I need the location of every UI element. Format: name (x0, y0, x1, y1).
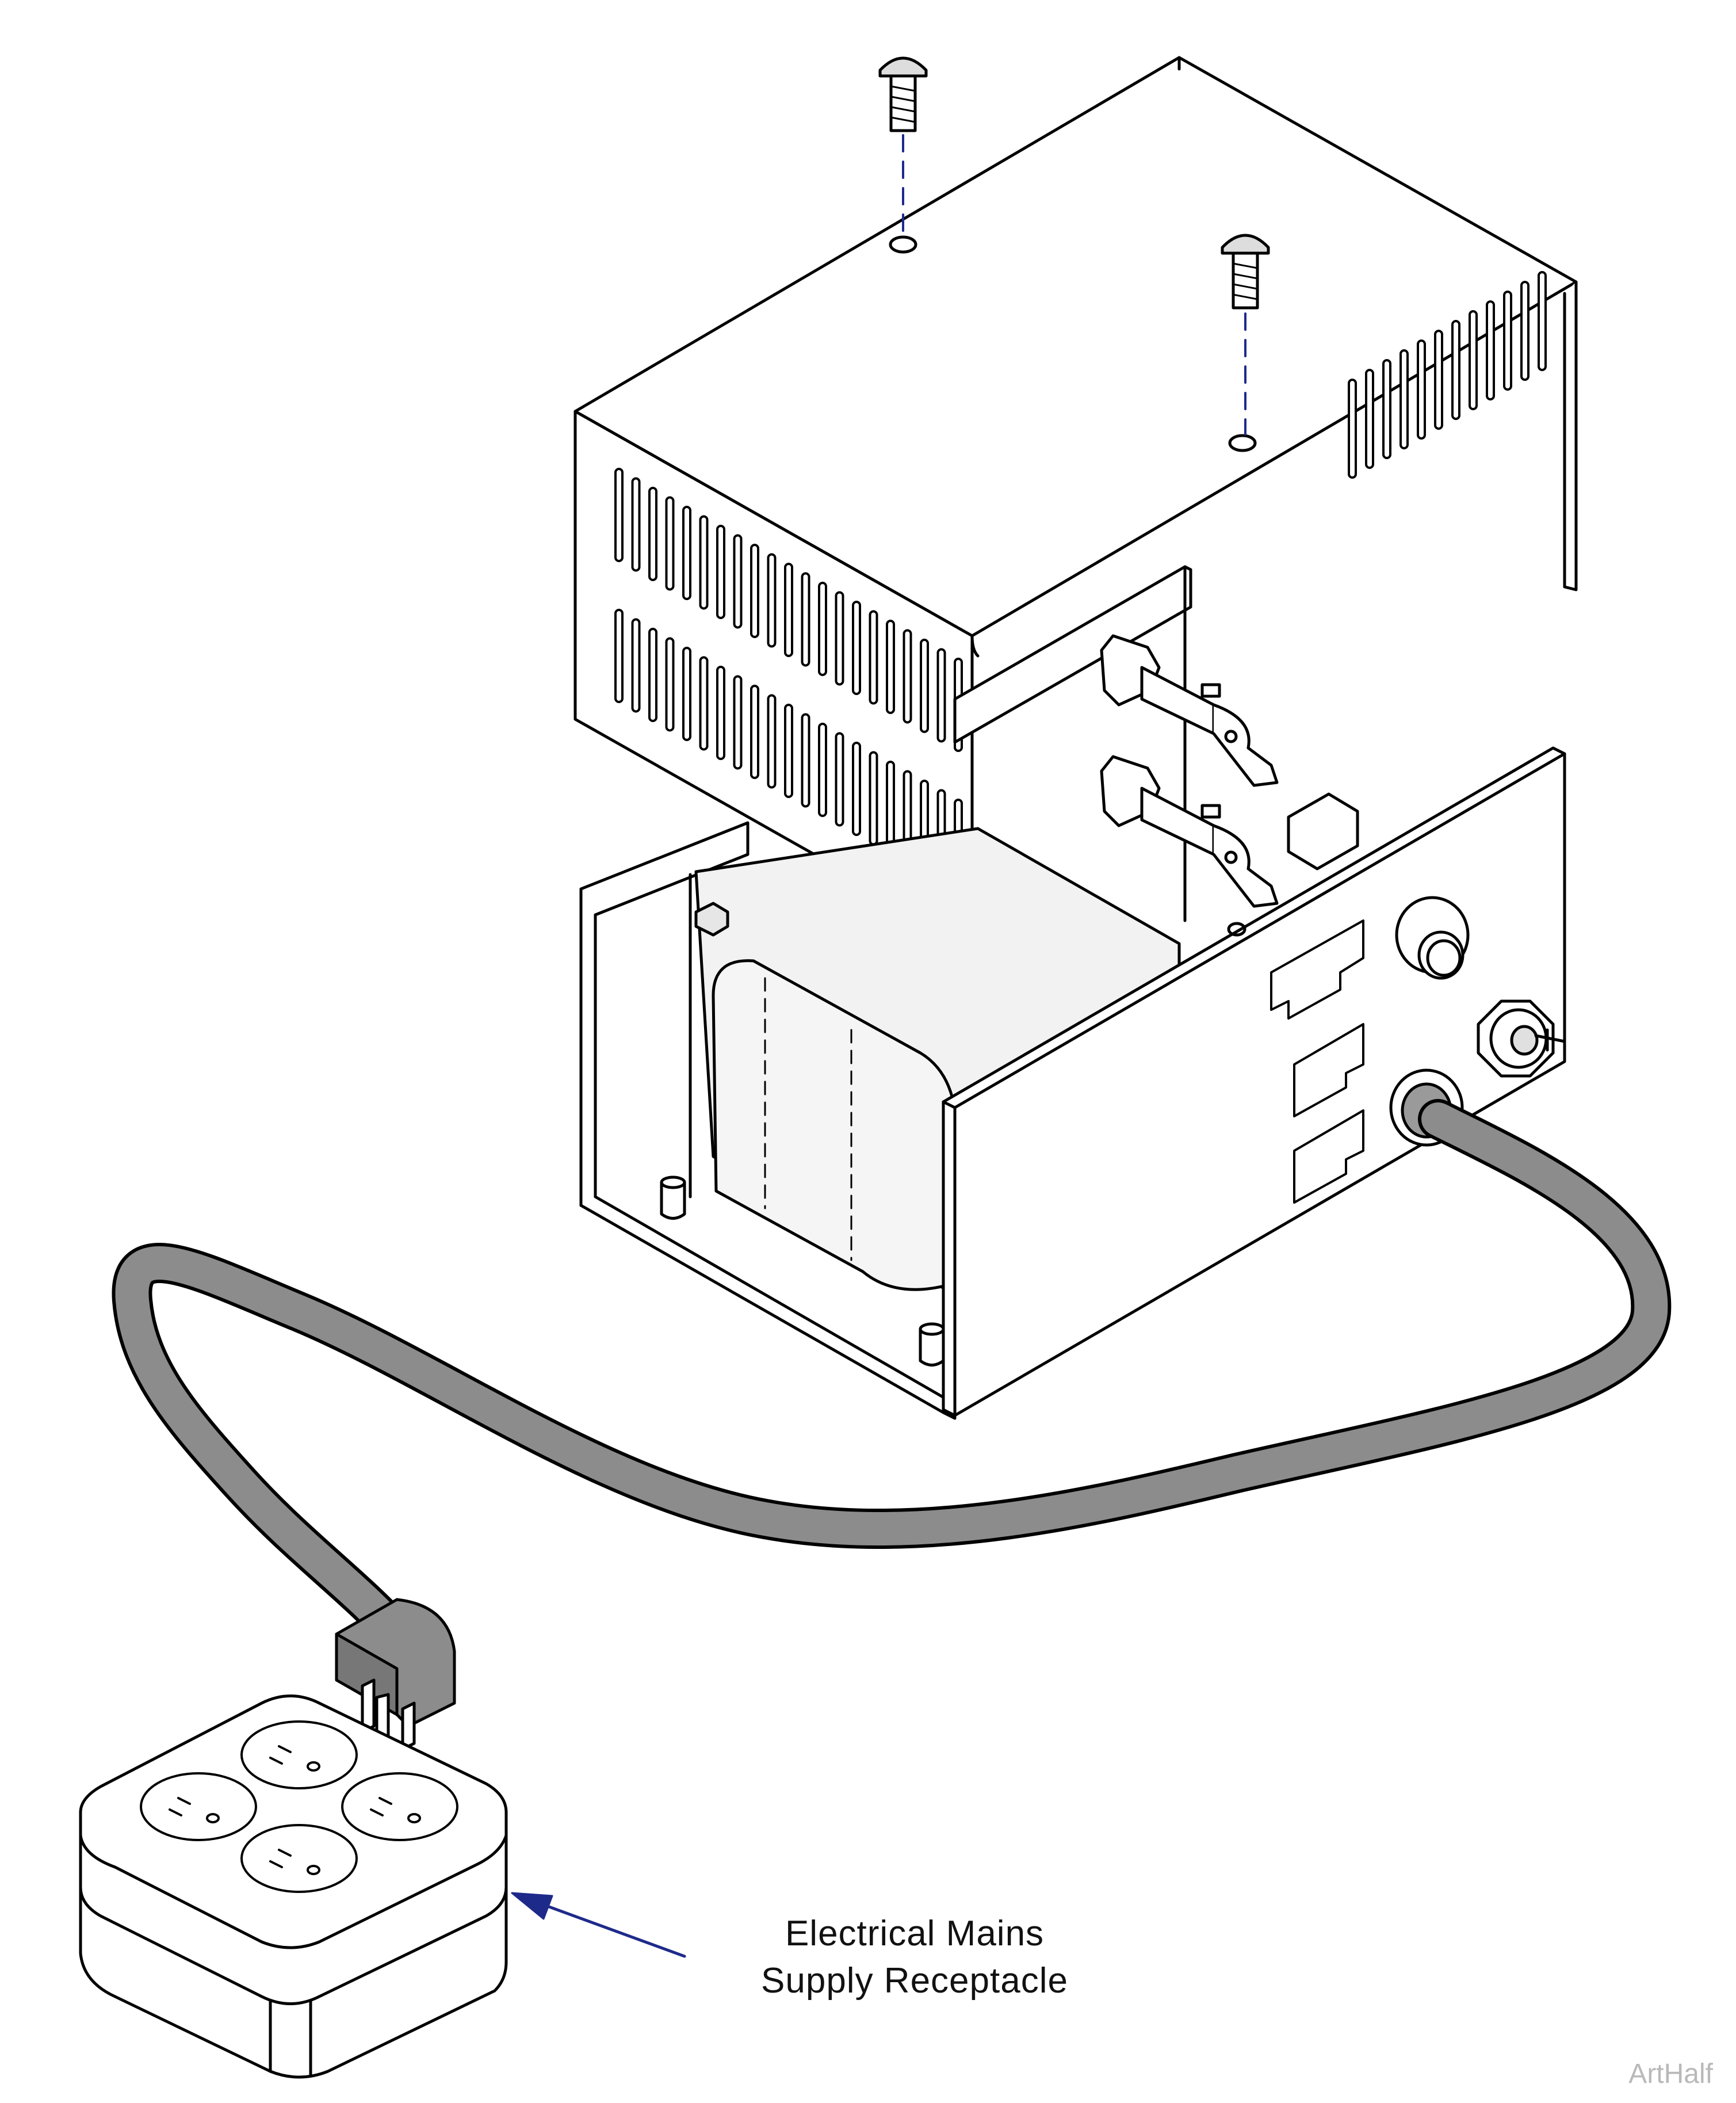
plug-icon (335, 1598, 456, 1751)
power-strip-icon (79, 1694, 508, 2079)
vent-slot (767, 553, 777, 648)
vent-slot (1469, 310, 1478, 410)
vent-slot (665, 637, 675, 732)
vent-slot (784, 563, 793, 657)
vent-slot (869, 610, 878, 705)
callout-line-2: Supply Receptacle (761, 1961, 1068, 2001)
vent-slot (682, 647, 691, 741)
screw-icon (878, 56, 928, 132)
vent-slot (648, 628, 657, 722)
cover (573, 56, 1578, 945)
vent-slot (631, 477, 641, 572)
vent-slot (733, 675, 743, 770)
screw-icon (1221, 234, 1270, 310)
vent-slot (665, 496, 675, 591)
vent-slot (750, 544, 759, 638)
arrow-icon (511, 1892, 686, 1958)
terminal-studs (1100, 634, 1279, 908)
watermark-text: ArtHalf (1628, 2059, 1713, 2089)
callout-label: Electrical Mains Supply Receptacle (679, 1910, 1150, 2005)
power-cord (112, 1099, 1672, 1654)
vent-slot (1434, 330, 1443, 430)
vent-slot (1382, 359, 1391, 459)
vent-slot (1503, 291, 1512, 391)
vent-slot (1520, 281, 1529, 381)
vent-slot (903, 629, 912, 724)
vent-slot (614, 609, 624, 703)
vent-slot (699, 656, 709, 751)
vent-slot (1417, 339, 1426, 440)
vent-slot (631, 618, 641, 713)
vent-slot (936, 648, 946, 743)
vent-slot (767, 694, 777, 789)
vent-slot (801, 713, 810, 808)
vent-slot (699, 515, 709, 610)
vent-slot (1348, 379, 1357, 479)
vent-slot (716, 666, 725, 760)
vent-slot (682, 506, 691, 600)
vent-slot (818, 582, 827, 676)
vent-slot (801, 572, 810, 667)
callout-line-1: Electrical Mains (785, 1914, 1045, 1953)
vent-slot (784, 704, 793, 798)
vent-slot (733, 534, 743, 629)
vent-slot (1451, 320, 1460, 420)
chassis (579, 565, 1566, 1420)
vent-slot (886, 620, 895, 714)
vent-slot (750, 685, 759, 779)
vent-slot (614, 468, 624, 562)
vent-slot (1365, 369, 1374, 469)
vent-slot (835, 591, 844, 686)
vent-slot (835, 732, 844, 827)
vent-slot (648, 487, 657, 581)
vent-slot (920, 639, 929, 733)
vent-slot (852, 601, 861, 695)
vent-slot (1399, 349, 1409, 449)
vent-slot (1486, 300, 1495, 400)
vent-slot (852, 742, 861, 836)
vent-slot (1538, 271, 1547, 371)
vent-slot (818, 723, 827, 817)
vent-slot (886, 761, 895, 855)
vent-slot (869, 751, 878, 846)
vent-slot (716, 525, 725, 619)
